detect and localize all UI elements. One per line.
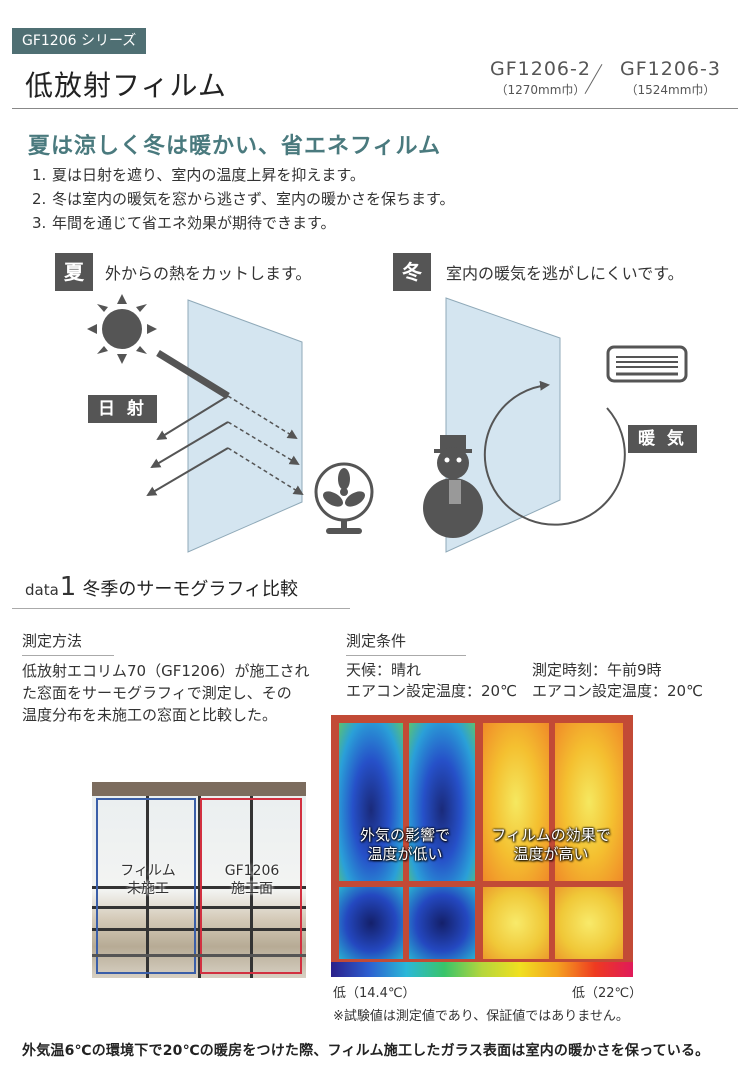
reflect-arrow: [150, 421, 229, 469]
condition-weather: 天候：晴れ: [346, 661, 422, 679]
cold-panel: [409, 887, 475, 959]
method-text: 低放射エコリム70（GF1206）が施工され た窓面をサーモグラフィで測定し、そ…: [22, 660, 310, 726]
temperature-scale: [331, 962, 633, 977]
condition-ac-left: エアコン設定温度：20℃: [346, 682, 517, 700]
sun-ray: [156, 350, 230, 399]
model-width: （1270mm巾）: [495, 83, 586, 97]
cold-panel: [339, 723, 403, 881]
warm-panel: [483, 723, 549, 881]
label-line: フィルムの効果で: [491, 826, 611, 844]
warm-annotation: フィルムの効果で 温度が高い: [476, 826, 626, 864]
conditions-heading: 測定条件: [346, 630, 466, 656]
treated-outline: [200, 798, 302, 974]
treated-label: GF1206 施工面: [212, 862, 292, 898]
label-line: フィルム: [120, 863, 176, 879]
item-text: 年間を通じて省エネ効果が期待できます。: [52, 214, 336, 232]
snowman-icon: [423, 435, 483, 538]
transmit-arrow: [227, 447, 304, 496]
sun-icon: [87, 294, 157, 364]
list-item: 2. 冬は室内の暖気を窓から逃さず、室内の暖かさを保ちます。: [32, 187, 454, 211]
model-gf1206-2: GF1206-2 （1270mm巾）: [490, 58, 591, 98]
title-divider: [12, 108, 738, 109]
window-photo: [92, 782, 306, 978]
item-number: 3.: [32, 214, 47, 232]
cold-annotation: 外気の影響で 温度が低い: [340, 826, 470, 864]
data-word: data: [25, 581, 59, 599]
method-line: 温度分布を未施工の窓面と比較した。: [22, 706, 278, 724]
model-code: GF1206-3: [620, 58, 721, 80]
label-line: 温度が低い: [367, 845, 443, 863]
reflect-arrow: [156, 395, 229, 441]
cold-panel: [339, 887, 403, 959]
footer-caption: 外気温6℃の環境下で20℃の暖房をつけた際、フィルム施工したガラス表面は室内の暖…: [22, 1043, 710, 1059]
solar-label: 日 射: [88, 395, 157, 423]
scale-high-label: 低（22℃）: [572, 986, 643, 1001]
list-item: 3. 年間を通じて省エネ効果が期待できます。: [32, 211, 454, 235]
item-number: 2.: [32, 190, 47, 208]
film-illustration: [87, 294, 688, 553]
warm-air-arrow: [483, 380, 626, 526]
data-number: 1: [59, 572, 77, 602]
cold-panel: [409, 723, 475, 881]
method-line: 低放射エコリム70（GF1206）が施工され: [22, 662, 310, 680]
feature-list: 1. 夏は日射を遮り、室内の温度上昇を抑えます。 2. 冬は室内の暖気を窓から逃さず…: [32, 163, 454, 235]
fan-icon: [314, 462, 374, 534]
warm-air-label: 暖 気: [628, 425, 697, 453]
winter-caption: 室内の暖気を逃がしにくいです。: [446, 264, 684, 283]
label-line: GF1206: [224, 863, 280, 879]
item-text: 冬は室内の暖気を窓から逃さず、室内の暖かさを保ちます。: [52, 190, 455, 208]
condition-time: 測定時刻：午前9時: [532, 661, 662, 679]
warm-panel: [555, 723, 623, 881]
condition-ac-right: エアコン設定温度：20℃: [532, 682, 703, 700]
item-text: 夏は日射を遮り、室内の温度上昇を抑えます。: [52, 166, 365, 184]
untreated-label: フィルム 未施工: [108, 862, 188, 898]
model-width: （1524mm巾）: [625, 83, 716, 97]
headline: 夏は涼しく冬は暖かい、省エネフィルム: [28, 134, 442, 159]
air-conditioner-icon: [606, 345, 688, 383]
label-line: 施工面: [231, 881, 273, 897]
transmit-arrow: [227, 395, 298, 440]
label-line: 外気の影響で: [359, 826, 450, 844]
winter-badge: 冬: [393, 253, 431, 291]
untreated-outline: [96, 798, 196, 974]
label-line: 未施工: [127, 881, 169, 897]
page-title: 低放射フィルム: [25, 69, 227, 102]
reflect-arrow: [146, 447, 229, 497]
data-divider: [12, 608, 350, 609]
series-tag: GF1206 シリーズ: [12, 28, 147, 54]
model-code: GF1206-2: [490, 58, 591, 80]
scale-low-label: 低（14.4℃）: [333, 986, 416, 1001]
method-heading: 測定方法: [22, 630, 114, 656]
method-line: た窓面をサーモグラフィで測定し、その: [22, 684, 292, 702]
warm-panel: [483, 887, 549, 959]
summer-caption: 外からの熱をカットします。: [105, 264, 312, 283]
thermography-image: [331, 715, 633, 977]
list-item: 1. 夏は日射を遮り、室内の温度上昇を抑えます。: [32, 163, 454, 187]
data-title: 冬季のサーモグラフィ比較: [82, 579, 298, 600]
summer-badge: 夏: [55, 253, 93, 291]
label-line: 温度が高い: [513, 845, 589, 863]
disclaimer-note: ※試験値は測定値であり、保証値ではありません。: [333, 1009, 629, 1024]
warm-panel: [555, 887, 623, 959]
summer-glass: [187, 299, 303, 553]
model-gf1206-3: GF1206-3 （1524mm巾）: [620, 58, 721, 98]
item-number: 1.: [32, 166, 47, 184]
